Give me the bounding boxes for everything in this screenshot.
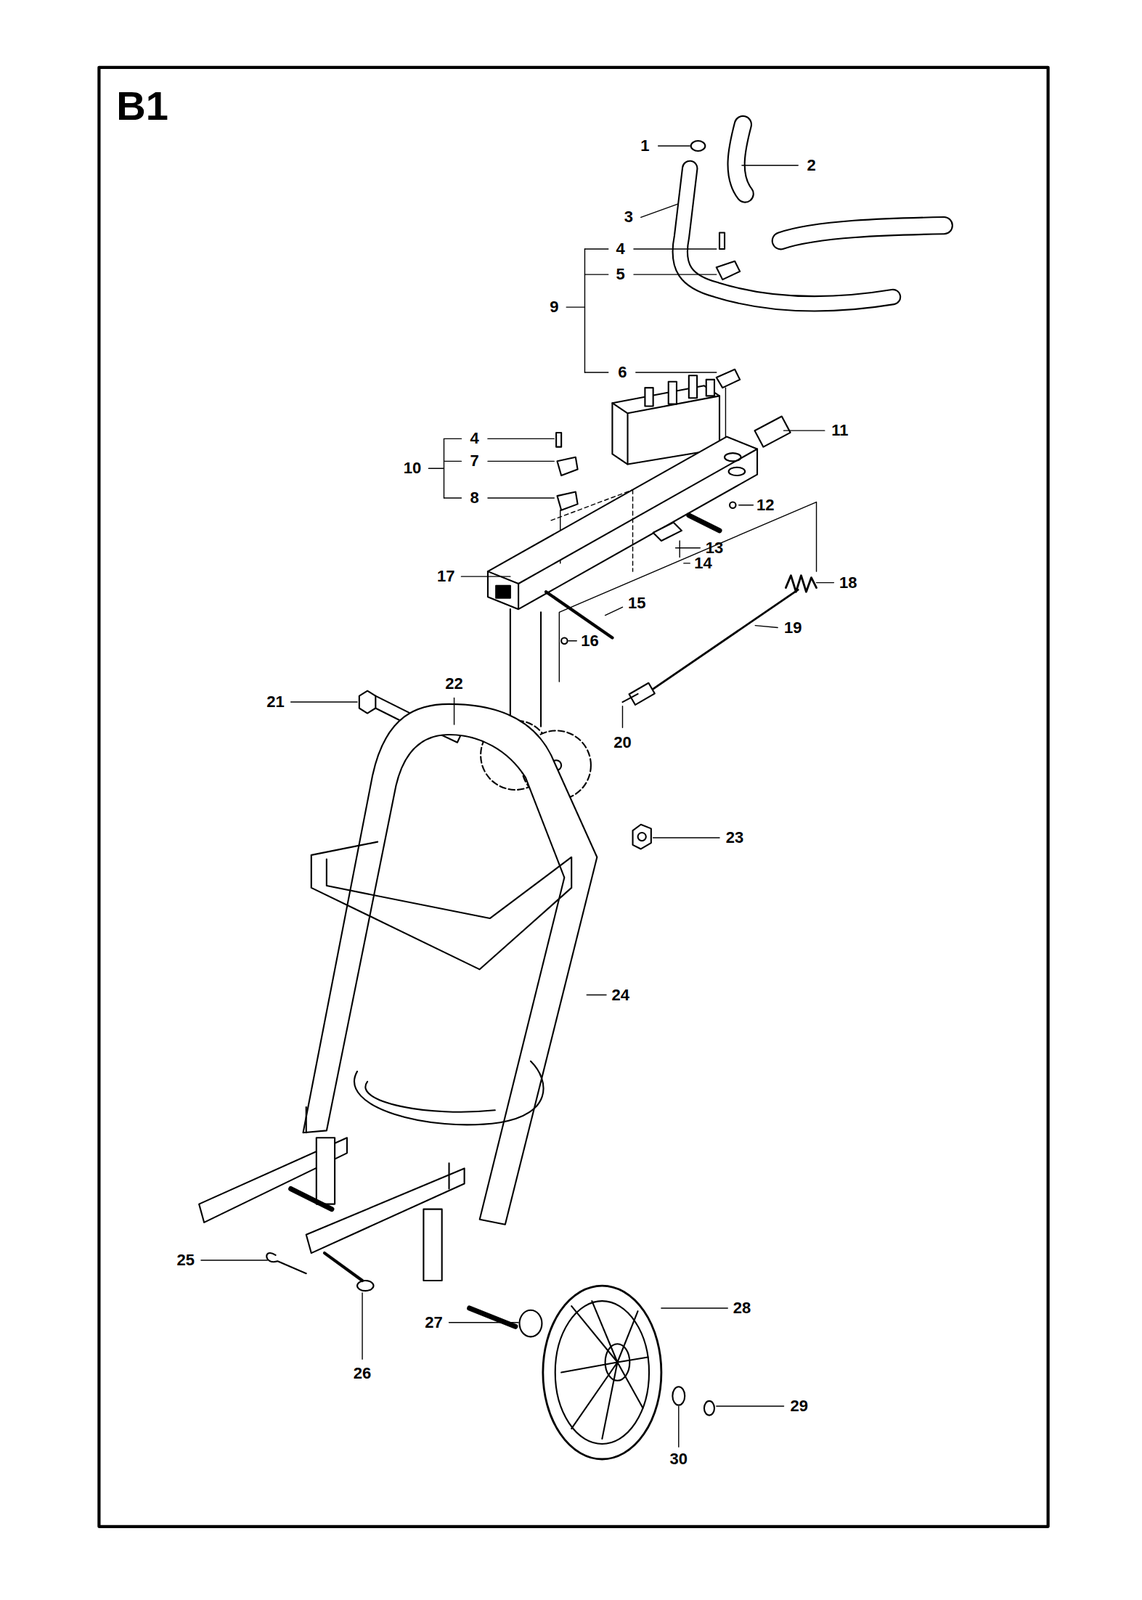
callout-number: 3	[624, 209, 634, 226]
callout-number: 5	[616, 266, 626, 283]
callout-number: 1	[640, 137, 650, 154]
callout-number: 2	[806, 157, 816, 174]
callout-number: 4	[616, 241, 626, 258]
callout-number: 27	[424, 1314, 443, 1331]
callout-number: 11	[831, 422, 848, 439]
callout-number: 26	[353, 1365, 371, 1382]
callout-number: 19	[784, 620, 802, 636]
page-title: B1	[116, 85, 169, 127]
callout-number: 23	[726, 829, 744, 846]
callout-number: 8	[470, 490, 480, 507]
callout-number: 13	[705, 540, 724, 557]
callout-number: 29	[789, 1398, 808, 1415]
callout-number: 12	[756, 497, 774, 514]
callout-number: 7	[470, 453, 480, 469]
callout-number: 30	[670, 1451, 688, 1468]
callout-number: 4	[470, 430, 480, 447]
callout-number: 17	[437, 568, 455, 585]
callout-number: 24	[611, 987, 629, 1004]
callout-number: 16	[580, 633, 599, 650]
callout-number: 15	[627, 595, 646, 612]
callout-number: 14	[694, 555, 712, 572]
callout-number: 18	[839, 574, 857, 591]
callout-number: 9	[549, 299, 559, 316]
callout-number: 28	[733, 1300, 751, 1317]
callout-number: 20	[613, 734, 631, 751]
callout-number: 25	[177, 1252, 195, 1269]
callout-number: 22	[445, 675, 463, 692]
callout-number: 21	[266, 694, 284, 711]
callout-number: 6	[617, 364, 627, 381]
callout-number: 10	[403, 460, 422, 477]
